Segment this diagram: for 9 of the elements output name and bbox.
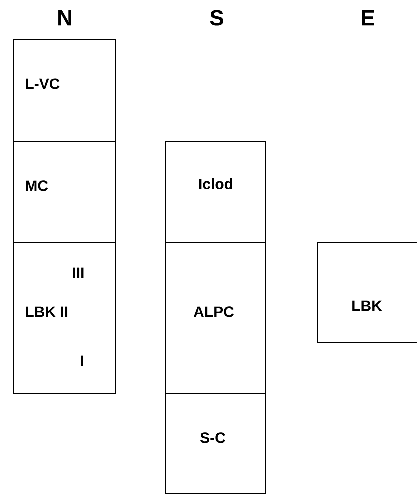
column-heading: E (362, 10, 374, 26)
area-box: MC (14, 142, 116, 244)
area-box: LBK (318, 242, 417, 344)
area-box: Iclod (166, 142, 266, 244)
area-box: S-C (166, 394, 266, 494)
area-box: III LBK II I (14, 242, 116, 394)
area-box: L-VC (14, 40, 116, 142)
column-heading: S (210, 10, 224, 26)
area-box: ALPC (166, 242, 266, 394)
